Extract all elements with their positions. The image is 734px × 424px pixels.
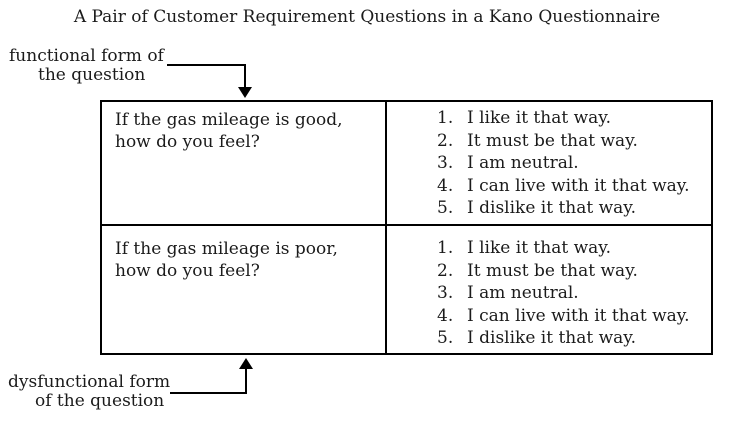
dysfunctional-form-label-line1: dysfunctional form <box>8 372 171 392</box>
option-text: It must be that way. <box>467 130 638 151</box>
functional-options-cell: 1. I like it that way. 2. It must be that … <box>387 102 711 226</box>
option-text: I am neutral. <box>467 283 579 303</box>
option-text: I like it that way. <box>467 108 612 128</box>
option-item: 5. I dislike it that way. <box>437 197 707 220</box>
figure-title: A Pair of Customer Requirement Questions… <box>73 7 661 27</box>
option-item: 4. I can live with it that way. <box>437 175 707 198</box>
functional-form-label-line1: functional form of <box>9 46 164 66</box>
option-text: I like it that way. <box>467 238 612 258</box>
dysfunctional-arrow-line <box>170 368 247 394</box>
functional-question-line1: If the gas mileage is good, <box>115 110 343 130</box>
question-table: If the gas mileage is good, how do you f… <box>100 100 713 355</box>
option-text: It must be that way. <box>467 260 638 281</box>
dysfunctional-question-cell: If the gas mileage is poor, how do you f… <box>102 226 387 353</box>
option-item: 4. I can live with it that way. <box>437 305 707 328</box>
option-item: 3. I am neutral. <box>437 152 707 175</box>
dysfunctional-arrow-up-icon <box>239 358 253 369</box>
functional-arrow-line <box>167 64 246 88</box>
option-text: I can live with it that way. <box>467 305 690 326</box>
option-item: 5. I dislike it that way. <box>437 327 707 350</box>
functional-question-line2: how do you feel? <box>115 132 260 152</box>
option-item: 1. I like it that way. <box>437 237 707 260</box>
dysfunctional-question-line1: If the gas mileage is poor, <box>115 239 338 259</box>
option-number: 4. <box>437 175 454 196</box>
option-number: 1. <box>437 238 454 258</box>
option-number: 5. <box>437 328 454 348</box>
option-item: 2. It must be that way. <box>437 260 707 283</box>
option-text: I dislike it that way. <box>467 328 637 348</box>
option-number: 3. <box>437 153 454 173</box>
option-number: 3. <box>437 283 454 303</box>
option-number: 1. <box>437 108 454 128</box>
functional-question-cell: If the gas mileage is good, how do you f… <box>102 102 387 226</box>
dysfunctional-form-label-line2: of the question <box>35 391 165 411</box>
dysfunctional-question-line2: how do you feel? <box>115 261 260 281</box>
option-item: 2. It must be that way. <box>437 130 707 153</box>
option-text: I am neutral. <box>467 153 579 173</box>
option-number: 4. <box>437 305 454 326</box>
option-text: I dislike it that way. <box>467 198 637 218</box>
option-number: 5. <box>437 198 454 218</box>
functional-arrow-down-icon <box>238 87 252 98</box>
option-text: I can live with it that way. <box>467 175 690 196</box>
dysfunctional-options-cell: 1. I like it that way. 2. It must be that … <box>387 226 711 353</box>
option-item: 1. I like it that way. <box>437 107 707 130</box>
functional-form-label-line2: the question <box>38 65 146 85</box>
option-item: 3. I am neutral. <box>437 282 707 305</box>
option-number: 2. <box>437 260 454 281</box>
option-number: 2. <box>437 130 454 151</box>
